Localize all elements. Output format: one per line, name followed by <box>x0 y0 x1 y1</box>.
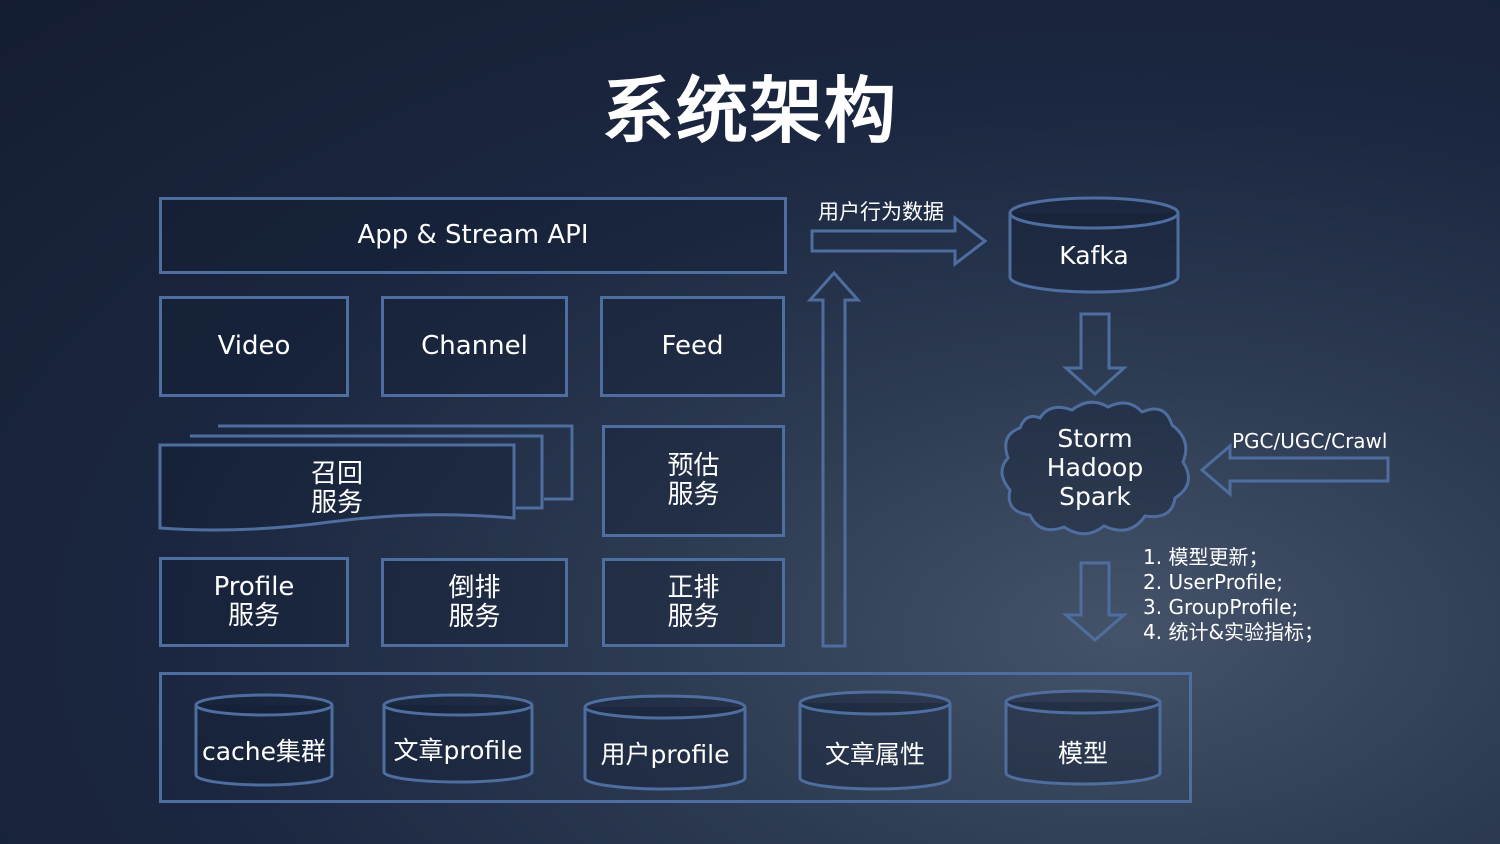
cylinder-cache <box>194 693 334 787</box>
predict-service: 预估 服务 <box>602 425 785 537</box>
arrow-user-data <box>810 214 988 268</box>
arrow-compute-down <box>1061 561 1129 642</box>
predict-line-2: 服务 <box>667 480 720 510</box>
service-channel-label: Channel <box>421 331 528 361</box>
service-feed-label: Feed <box>661 331 724 361</box>
inverted-index-line-2: 服务 <box>448 601 501 632</box>
note-item: 4. 统计&实验指标； <box>1143 620 1325 644</box>
arrow-kafka-compute <box>1062 312 1128 397</box>
pgc-label: PGC/UGC/Crawl <box>1232 429 1388 453</box>
api-box: App & Stream API <box>159 197 787 274</box>
storage-cache-label: cache集群 <box>201 737 327 766</box>
inverted-index-service: 倒排 服务 <box>381 558 568 647</box>
compute-labels: Storm Hadoop Spark <box>1020 424 1170 511</box>
recall-line-1: 召回 <box>310 459 363 489</box>
profile-service: Profile 服务 <box>159 557 349 647</box>
note-item: 2. UserProfile; <box>1143 570 1283 594</box>
arrow-up-tall <box>806 270 862 648</box>
profile-service-line-1: Profile <box>213 572 295 602</box>
recall-line-2: 服务 <box>310 488 363 518</box>
kafka-label: Kafka <box>1059 241 1129 270</box>
service-video-label: Video <box>217 331 291 361</box>
kafka-cylinder <box>1008 196 1180 294</box>
compute-hadoop: Hadoop <box>1046 453 1144 482</box>
arrow-pgc <box>1199 442 1390 498</box>
recall-doc-front <box>158 443 516 532</box>
cylinder-user-profile <box>583 694 747 791</box>
note-item: 1. 模型更新； <box>1143 545 1269 569</box>
storage-model-label: 模型 <box>1057 739 1108 768</box>
service-feed: Feed <box>600 296 785 397</box>
user-data-label: 用户行为数据 <box>818 200 944 224</box>
storage-article-profile-label: 文章profile <box>393 736 523 765</box>
profile-service-line-2: 服务 <box>227 601 280 631</box>
compute-cloud <box>1000 400 1190 536</box>
storage-container <box>159 672 1192 803</box>
service-video: Video <box>159 296 349 397</box>
slide-title: 系统架构 <box>601 69 898 153</box>
note-item: 3. GroupProfile; <box>1143 595 1299 619</box>
cylinder-article-attr <box>798 690 952 791</box>
storage-user-profile-label: 用户profile <box>600 740 730 769</box>
forward-index-service: 正排 服务 <box>602 558 785 647</box>
recall-doc-mid <box>190 434 544 510</box>
predict-line-1: 预估 <box>667 451 720 481</box>
cylinder-model <box>1004 689 1162 786</box>
forward-index-line-1: 正排 <box>667 572 720 603</box>
api-box-label: App & Stream API <box>357 220 589 250</box>
service-channel: Channel <box>381 296 568 397</box>
compute-storm: Storm <box>1057 424 1133 453</box>
recall-service-label: 召回 服务 <box>160 460 514 518</box>
compute-spark: Spark <box>1059 482 1131 511</box>
cylinder-article-profile <box>382 693 534 784</box>
inverted-index-line-1: 倒排 <box>448 572 501 603</box>
model-update-notes: 1. 模型更新； 2. UserProfile; 3. GroupProfile… <box>1143 545 1324 645</box>
forward-index-line-2: 服务 <box>667 601 720 632</box>
storage-article-attr-label: 文章属性 <box>824 740 925 769</box>
recall-doc-back <box>218 424 574 501</box>
